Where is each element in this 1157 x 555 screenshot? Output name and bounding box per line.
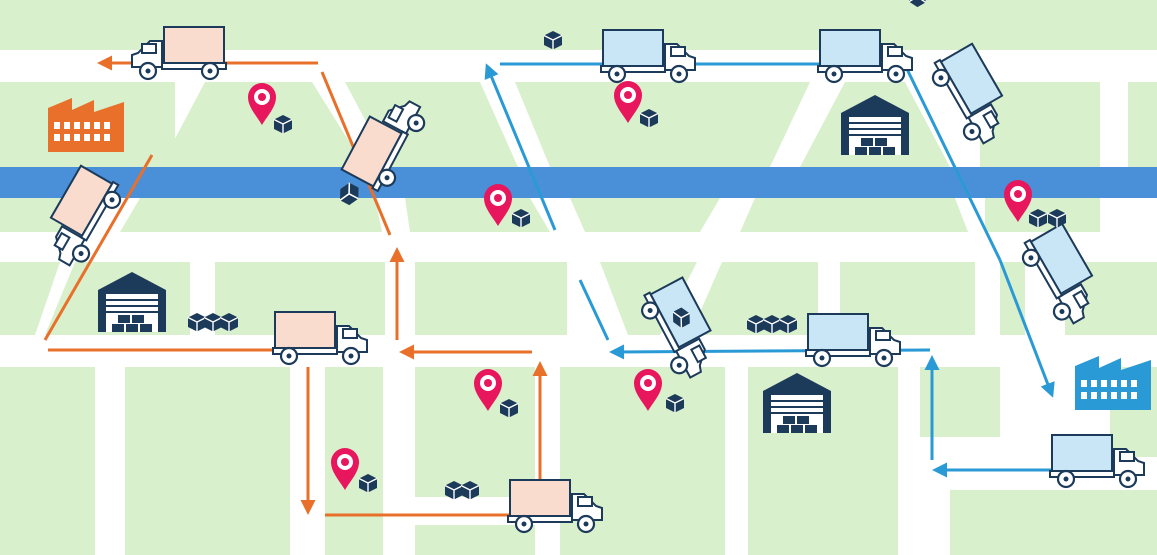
factory-icon xyxy=(1075,356,1151,410)
river xyxy=(0,167,1157,198)
factory-icon xyxy=(48,98,124,152)
